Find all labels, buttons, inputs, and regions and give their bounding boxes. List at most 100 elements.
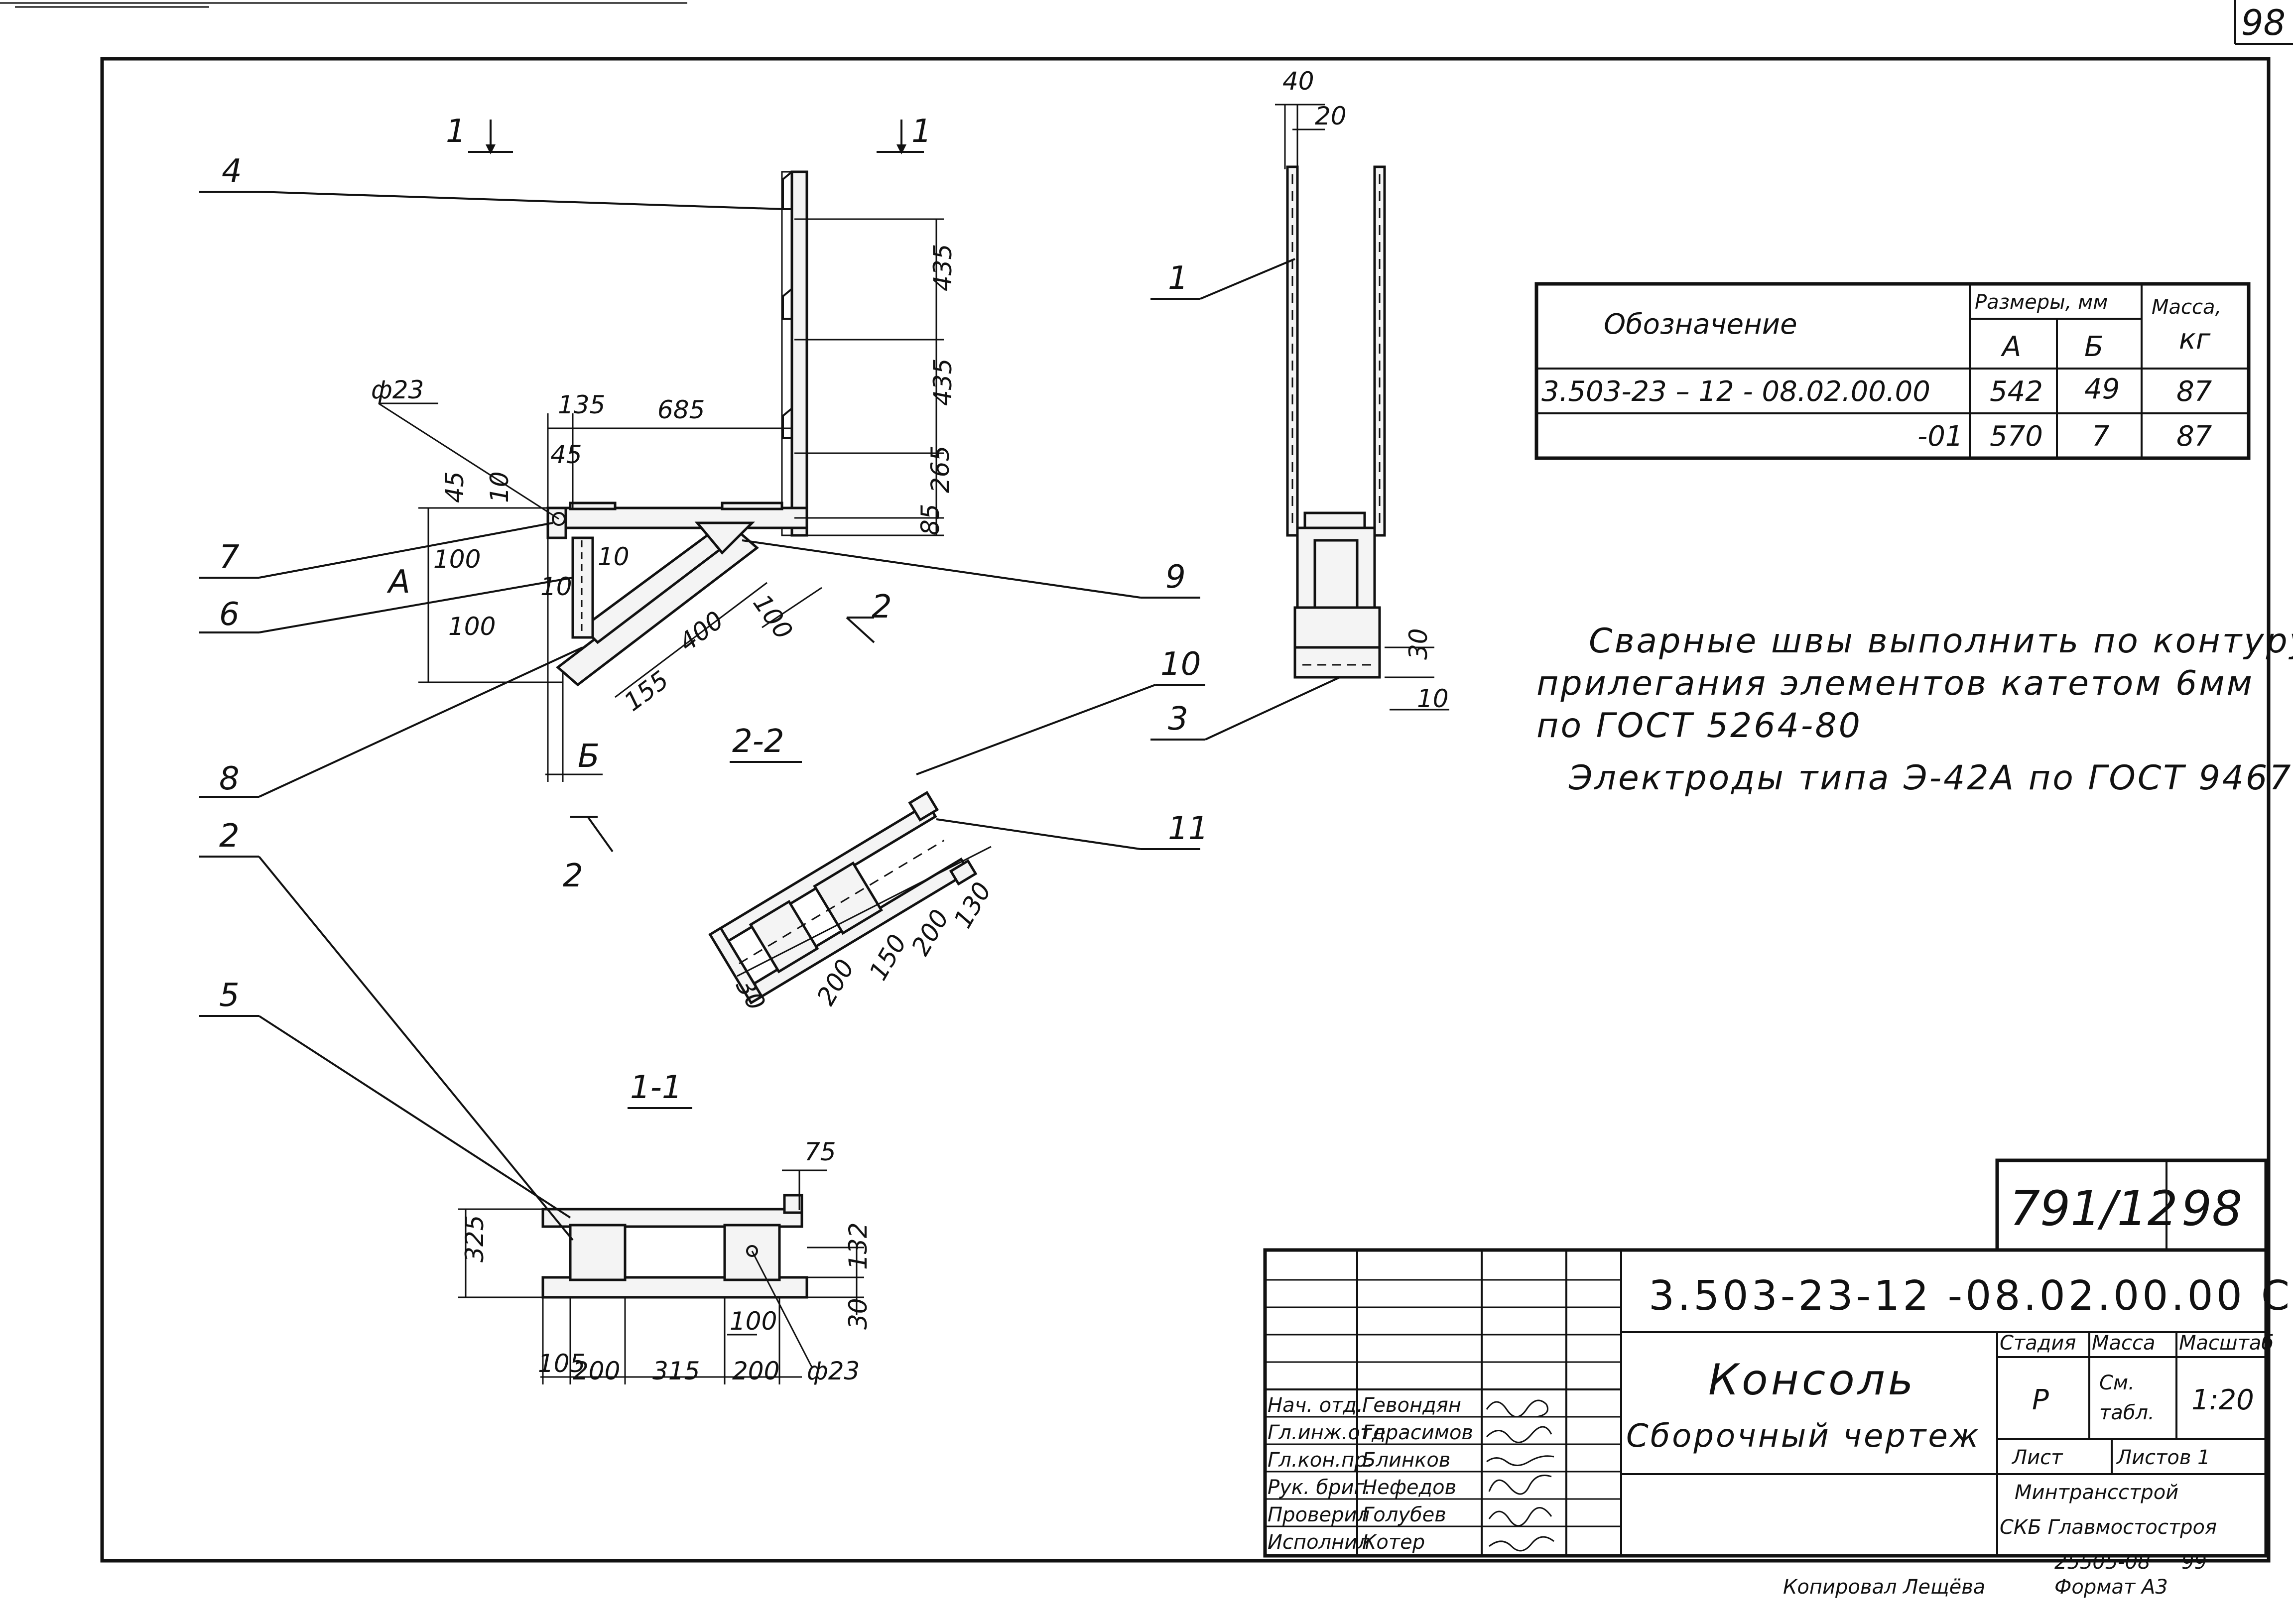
dim-75: 75 <box>804 1137 836 1166</box>
title-scale: 1:20 <box>2191 1384 2254 1416</box>
dim-325: 325 <box>460 1215 489 1262</box>
table-row-designation: -01 <box>1917 420 1963 453</box>
signature <box>1488 1507 1552 1527</box>
staff-name: Голубев <box>1362 1503 1446 1526</box>
table-row-a: 570 <box>1990 420 2043 453</box>
title-code: 3.503-23-12 -08.02.00.00 СБ <box>1649 1272 2293 1320</box>
dim-10-low: 10 <box>540 572 572 601</box>
table-header-a: А <box>2001 331 2021 363</box>
dim-685: 685 <box>657 395 705 424</box>
title-sheet-num: 98 <box>2181 1181 2242 1237</box>
footer-format: Формат А3 <box>2054 1576 2168 1599</box>
sheet-number-box: 98 <box>2234 0 2293 45</box>
vertical-post <box>790 170 808 537</box>
dim-30-bottom: 30 <box>844 1298 873 1330</box>
dim-30-side: 30 <box>1404 628 1433 660</box>
table-header-designation: Обозначение <box>1604 308 1797 341</box>
dim-100-strut: 100 <box>748 589 798 644</box>
table-header-mass: Масса, <box>2152 296 2221 319</box>
technical-notes: Сварные швы выполнить по контуру прилега… <box>1536 622 2293 798</box>
title-stage: Р <box>2032 1384 2049 1416</box>
callout-3: 3 <box>1168 701 1188 738</box>
staff-name: Нефедов <box>1362 1476 1456 1499</box>
sheet-number: 98 <box>2241 2 2286 43</box>
footer-archive: 25505-08 <box>2054 1551 2151 1574</box>
callout-6: 6 <box>219 596 240 633</box>
table-row-mass: 87 <box>2176 420 2212 453</box>
dim-150: 150 <box>864 930 912 986</box>
table-row-b: 7 <box>2092 420 2110 453</box>
title-subtitle: Сборочный чертеж <box>1626 1418 1980 1455</box>
side-view <box>1286 165 1386 679</box>
title-org-2: СКБ Главмостостроя <box>2000 1516 2217 1539</box>
callout-leaders <box>199 191 1340 1241</box>
staff-role: Проверил <box>1268 1503 1370 1526</box>
callout-numbers: 4 7 6 8 2 5 9 1 3 10 11 <box>219 153 1208 1014</box>
dim-200-b: 200 <box>906 905 955 961</box>
section-mark-1-right: 1 <box>911 113 932 150</box>
section-1-marks: 1 1 <box>446 113 932 154</box>
title-mass-value-2: табл. <box>2099 1401 2155 1424</box>
title-sheet-label: Лист <box>2011 1446 2063 1469</box>
section-mark-2-lower: 2 <box>563 858 583 894</box>
table-row-designation: 3.503-23 – 12 - 08.02.00.00 <box>1541 375 1930 408</box>
horizontal-arm <box>550 506 808 529</box>
section-mark-1-left: 1 <box>446 113 466 150</box>
callout-8: 8 <box>219 760 240 797</box>
staff-role: Гл.инж.отд <box>1268 1421 1386 1444</box>
signature <box>1489 1536 1554 1552</box>
dim-45: 45 <box>550 440 582 469</box>
dim-435-upper: 435 <box>928 244 957 291</box>
main-view <box>546 170 808 687</box>
spec-table: Обозначение Размеры, мм Масса, кг А Б 3.… <box>1534 282 2251 460</box>
note-line-4: Электроды типа Э-42А по ГОСТ 9467-75 <box>1568 758 2293 798</box>
dim-40: 40 <box>1282 67 1314 96</box>
table-row-mass: 87 <box>2176 375 2212 408</box>
title-mass-value-1: См. <box>2099 1372 2135 1394</box>
staff-role: Исполнил <box>1268 1531 1370 1554</box>
dim-phi23: ф23 <box>371 375 424 404</box>
signature <box>1488 1475 1552 1495</box>
dim-155: 155 <box>619 665 674 717</box>
title-block: 791/12 98 3.503-23-12 -08.02.00.00 СБ Ко… <box>1263 1158 2293 1558</box>
staff-name: Гевондян <box>1362 1394 1461 1417</box>
section-2-2-dimensions: 200 150 200 130 30 <box>730 846 997 1015</box>
dim-85: 85 <box>916 503 945 535</box>
section-2-marks: 2 2 2-2 1-1 <box>563 589 892 1109</box>
dim-A: А <box>386 564 410 601</box>
staff-role: Рук. бриг. <box>1268 1476 1371 1499</box>
dim-20: 20 <box>1315 102 1347 130</box>
dim-200-d: 200 <box>732 1357 779 1385</box>
note-line-2: прилегания элементов катетом 6мм <box>1536 664 2254 703</box>
main-view-dimensions <box>378 218 944 782</box>
dim-45-side: 45 <box>440 471 469 503</box>
callout-11: 11 <box>1168 810 1208 847</box>
signature <box>1486 1399 1548 1418</box>
section-1-1-title: 1-1 <box>630 1069 682 1106</box>
dim-100-lower: 100 <box>448 612 496 641</box>
footer-page: 99 <box>2181 1551 2207 1574</box>
title-stage-header: Стадия <box>2000 1332 2076 1355</box>
dim-phi23-bottom: ф23 <box>807 1357 860 1385</box>
footer: Копировал Лещёва 25505-08 99 Формат А3 <box>1783 1551 2207 1599</box>
section-2-2-title: 2-2 <box>732 723 784 760</box>
dim-B: Б <box>578 738 600 775</box>
top-channel <box>541 1208 803 1228</box>
dim-10-top: 10 <box>485 471 514 503</box>
footer-copied: Копировал Лещёва <box>1783 1576 1985 1599</box>
table-header-b: Б <box>2084 331 2103 363</box>
callout-1: 1 <box>1168 260 1188 297</box>
callout-2: 2 <box>219 818 240 855</box>
dim-10-mid: 10 <box>598 542 630 571</box>
dim-315: 315 <box>652 1357 700 1385</box>
callout-5: 5 <box>219 977 240 1014</box>
table-header-sizes: Размеры, мм <box>1975 291 2108 314</box>
dim-435-lower: 435 <box>928 359 957 406</box>
callout-4: 4 <box>222 153 242 190</box>
dim-100-bottom: 100 <box>730 1307 777 1336</box>
staff-role: Гл.кон.пр. <box>1268 1449 1373 1472</box>
callout-9: 9 <box>1165 559 1186 596</box>
section-mark-2-upper: 2 <box>872 589 892 625</box>
drawing-frame <box>100 57 2271 1563</box>
